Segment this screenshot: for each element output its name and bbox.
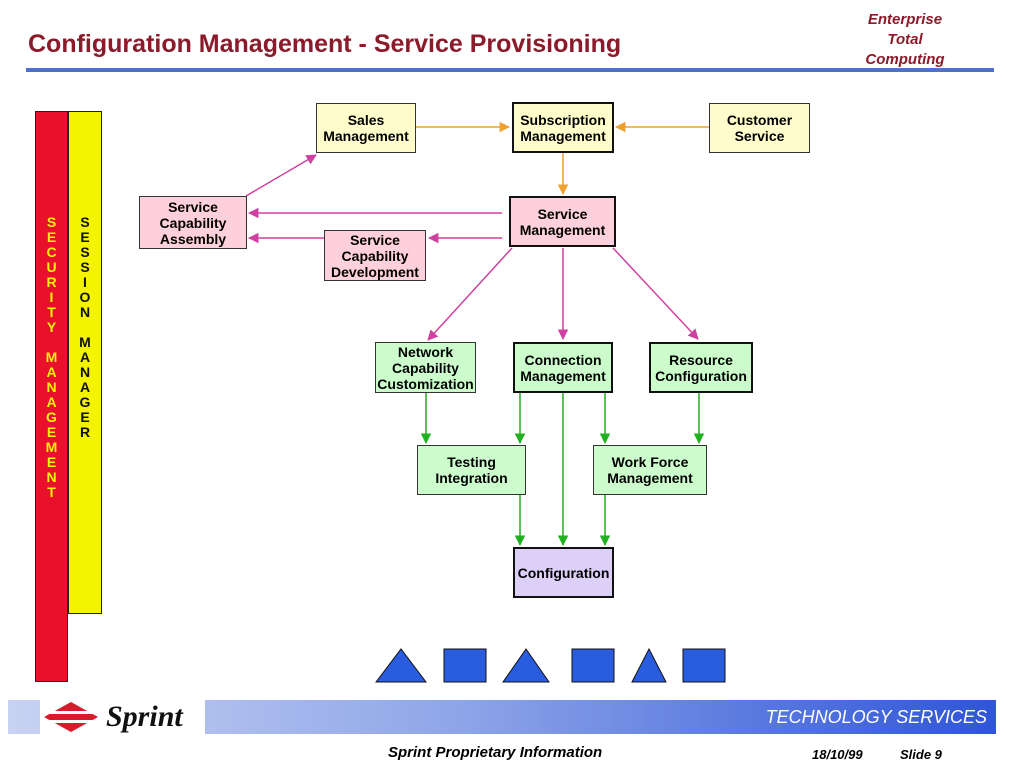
node-network-capability-customization: Network Capability Customization: [375, 342, 476, 393]
node-service-capability-assembly: Service Capability Assembly: [139, 196, 247, 249]
technology-services-label: TECHNOLOGY SERVICES: [765, 707, 987, 727]
node-configuration: Configuration: [513, 547, 614, 598]
legend-square-2: [571, 648, 615, 683]
node-subscription-management: Subscription Management: [512, 102, 614, 153]
legend-triangle-1: [374, 648, 428, 683]
node-sales-management: Sales Management: [316, 103, 416, 153]
brand-line-3: Computing: [865, 51, 945, 68]
node-customer-service: Customer Service: [709, 103, 810, 153]
title-rule: [26, 68, 994, 72]
slide-number: Slide 9: [900, 747, 942, 762]
page-title: Configuration Management - Service Provi…: [28, 30, 622, 58]
arrow-service-to-resource: [612, 247, 699, 340]
legend-triangle-2: [502, 648, 550, 683]
node-resource-configuration: Resource Configuration: [649, 342, 753, 393]
node-service-capability-development: Service Capability Development: [324, 230, 426, 281]
sprint-logo-text: Sprint: [106, 700, 183, 733]
arrow-assembly-to-sales: [245, 154, 317, 197]
brand-line-1: Enterprise: [867, 11, 943, 28]
arrow-service-to-network: [427, 247, 513, 341]
proprietary-info: Sprint Proprietary Information: [388, 744, 603, 761]
node-connection-management: Connection Management: [513, 342, 613, 393]
node-testing-integration: Testing Integration: [417, 445, 526, 495]
node-work-force-management: Work Force Management: [593, 445, 707, 495]
node-service-management: Service Management: [509, 196, 616, 247]
sprint-logo: Sprint: [40, 697, 205, 737]
footer-date: 18/10/99: [812, 747, 863, 762]
legend-square-3: [682, 648, 726, 683]
legend-square-1: [443, 648, 487, 683]
brand-line-2: Total: [887, 31, 923, 48]
sprint-diamond-icon: [40, 702, 102, 732]
legend-triangle-3: [631, 647, 667, 683]
